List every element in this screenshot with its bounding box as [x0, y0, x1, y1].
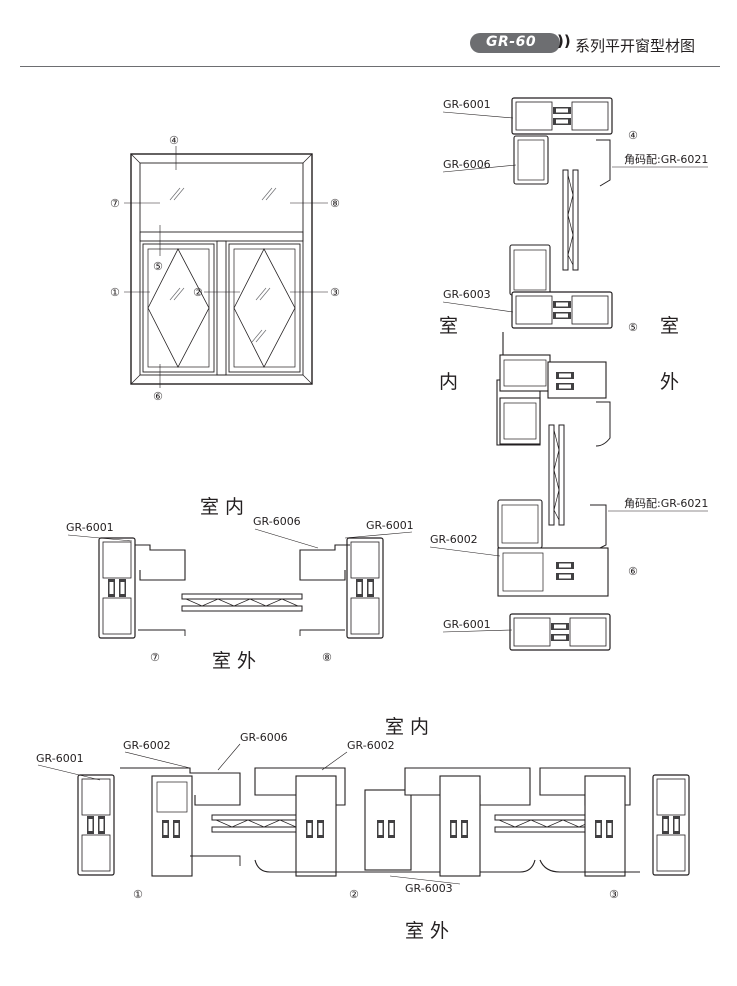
outdoor-label-123: 室 外	[405, 920, 449, 942]
outdoor-label-top: 室	[660, 315, 679, 337]
section-1-2-3: 室 内 GR-6001 GR-6002 GR-6006	[36, 716, 689, 942]
marker-8: ⑧	[330, 197, 340, 210]
label-gr6001-left-78: GR-6001	[66, 521, 114, 534]
indoor-label-123: 室 内	[385, 716, 429, 738]
label-gr6002-left-123: GR-6002	[123, 739, 171, 752]
outdoor-label-bottom: 外	[660, 371, 679, 393]
series-badge: GR-60	[470, 33, 560, 53]
indoor-label-bottom: 内	[439, 371, 458, 393]
label-gr6003: GR-6003	[443, 288, 491, 301]
label-corner-bottom: 角码配:GR-6021	[624, 497, 708, 510]
label-gr6003-123: GR-6003	[405, 882, 453, 895]
series-badge-label: GR-60	[486, 34, 537, 50]
outdoor-label-78: 室 外	[212, 650, 256, 672]
label-gr6002: GR-6002	[430, 533, 478, 546]
header-chevrons: ))	[557, 32, 571, 50]
marker-7: ⑦	[110, 197, 120, 210]
marker-3-section: ③	[609, 888, 619, 901]
marker-1-section: ①	[133, 888, 143, 901]
label-gr6001-right-78: GR-6001	[366, 519, 414, 532]
indoor-label-78: 室 内	[200, 496, 244, 518]
marker-4-section: ④	[628, 129, 638, 142]
marker-4: ④	[169, 134, 179, 147]
page-title: 系列平开窗型材图	[575, 37, 696, 55]
marker-2: ②	[193, 286, 203, 299]
marker-5: ⑤	[153, 260, 163, 273]
label-gr6006: GR-6006	[443, 158, 491, 171]
label-gr6001-top: GR-6001	[443, 98, 491, 111]
header-divider	[20, 66, 720, 67]
label-gr6006-123: GR-6006	[240, 731, 288, 744]
window-elevation: ④ ⑦ ⑧ ⑤ ① ② ③ ⑥	[110, 134, 340, 403]
label-gr6006-78: GR-6006	[253, 515, 301, 528]
label-gr6002-right-123: GR-6002	[347, 739, 395, 752]
marker-8-section: ⑧	[322, 651, 332, 664]
marker-1: ①	[110, 286, 120, 299]
label-gr6001-123: GR-6001	[36, 752, 84, 765]
label-corner-top: 角码配:GR-6021	[624, 153, 708, 166]
marker-6-section: ⑥	[628, 565, 638, 578]
marker-2-section: ②	[349, 888, 359, 901]
marker-6: ⑥	[153, 390, 163, 403]
section-7-8: 室 内 GR-6001 GR-6006 GR-6001 ⑦ 室 外 ⑧	[66, 496, 414, 672]
label-gr6001-bottom: GR-6001	[443, 618, 491, 631]
marker-5-section: ⑤	[628, 321, 638, 334]
marker-7-section: ⑦	[150, 651, 160, 664]
indoor-label-top: 室	[439, 315, 458, 337]
vertical-section: GR-6001 GR-6006 ④ 角码配:GR-6021 GR-6003 ⑤ …	[429, 98, 708, 650]
marker-3: ③	[330, 286, 340, 299]
